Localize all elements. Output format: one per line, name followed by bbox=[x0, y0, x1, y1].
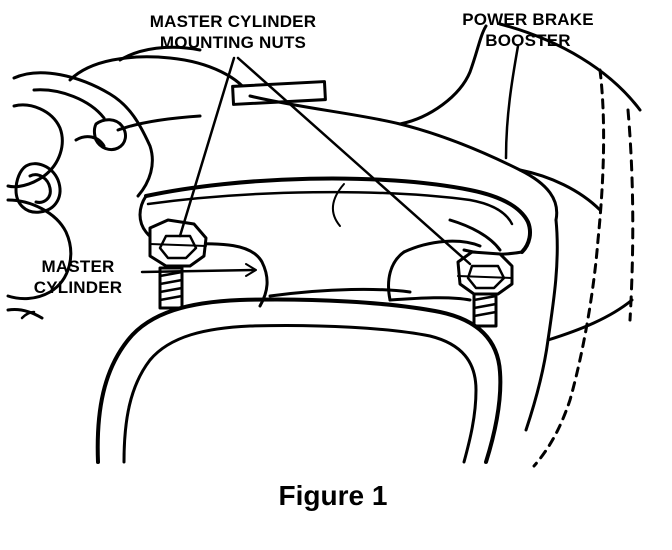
label-line: POWER BRAKE bbox=[462, 10, 594, 29]
label-line: MASTER bbox=[41, 257, 115, 276]
master-cylinder-reservoir bbox=[95, 297, 503, 464]
label-line: MOUNTING NUTS bbox=[159, 33, 307, 52]
leader-lines bbox=[20, 44, 520, 320]
label-line: CYLINDER bbox=[33, 278, 123, 297]
label-master-cylinder: MASTER CYLINDER bbox=[16, 256, 140, 298]
right-mounting-nut bbox=[456, 250, 514, 296]
label-line: MASTER CYLINDER bbox=[149, 12, 317, 31]
left-mounting-nut bbox=[148, 218, 208, 268]
label-power-brake-booster: POWER BRAKE BOOSTER bbox=[448, 9, 608, 51]
figure-caption: Figure 1 bbox=[278, 480, 388, 511]
label-master-cylinder-mounting-nuts: MASTER CYLINDER MOUNTING NUTS bbox=[118, 11, 348, 53]
power-brake-booster bbox=[248, 22, 642, 468]
left-mounting-stud bbox=[158, 266, 184, 310]
label-line: BOOSTER bbox=[485, 31, 571, 50]
